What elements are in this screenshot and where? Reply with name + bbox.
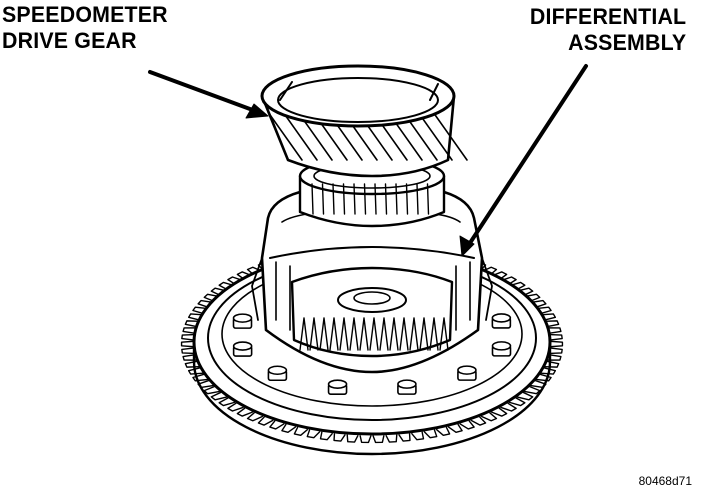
roller <box>321 183 325 215</box>
bevel-tooth <box>429 317 439 351</box>
gear-tooth <box>548 347 563 355</box>
gear-tooth <box>182 327 198 335</box>
gear-tooth <box>546 327 562 335</box>
helix-line <box>432 111 468 161</box>
helix-line <box>267 111 303 161</box>
bevel-tooth <box>389 317 399 351</box>
bolt-top <box>491 341 512 351</box>
gear-tooth <box>523 385 541 395</box>
gear-tooth <box>218 397 236 407</box>
bevel-tooth <box>379 317 389 351</box>
gear-tooth <box>490 271 508 281</box>
figure-number: 80468d71 <box>638 474 692 488</box>
bevel-tooth <box>359 317 369 351</box>
gear-tooth <box>181 347 196 355</box>
callout-differential-assembly: DIFFERENTIAL ASSEMBLY <box>530 4 686 56</box>
roller <box>363 183 367 215</box>
roller <box>332 183 335 215</box>
roller <box>374 183 377 215</box>
bevel-tooth <box>369 317 379 351</box>
roller <box>395 183 398 215</box>
bolt-top <box>232 341 253 351</box>
gear-tooth <box>385 434 398 443</box>
gear-tooth <box>346 434 359 443</box>
gear-tooth <box>359 435 372 444</box>
bevel-tooth <box>339 317 349 351</box>
roller <box>353 183 356 215</box>
callout-line: DRIVE GEAR <box>2 28 137 53</box>
roller <box>384 183 388 215</box>
gear-tooth <box>236 407 254 417</box>
gear-tooth <box>281 423 297 434</box>
bolt-top <box>491 313 512 323</box>
helix-line <box>417 111 453 161</box>
bevel-tooth <box>439 317 449 351</box>
bolt-top <box>457 365 477 375</box>
bearing-rollers <box>311 183 430 215</box>
bevel-tooth <box>419 317 429 351</box>
callout-line: SPEEDOMETER <box>2 2 168 27</box>
gear-tooth <box>508 397 526 407</box>
gear-tooth <box>227 402 244 412</box>
gear-tooth <box>257 416 274 426</box>
gear-tooth <box>500 276 517 286</box>
gear-tooth <box>411 431 425 441</box>
gear-tooth <box>293 426 309 436</box>
bevel-tooth <box>299 317 309 351</box>
bolt-top <box>327 379 348 389</box>
gear-tooth <box>180 340 195 348</box>
gear-tooth <box>481 412 498 422</box>
gear-tooth <box>203 385 221 395</box>
speedometer-drive-gear <box>260 64 468 178</box>
bevel-tooth <box>399 317 409 351</box>
gear-tooth <box>549 340 564 348</box>
gear-tooth <box>447 423 463 434</box>
gear-tooth <box>459 420 475 430</box>
bolt-top <box>232 313 253 323</box>
leader-arrow-speedometer <box>148 70 269 119</box>
gear-tooth <box>435 426 451 436</box>
bevel-tooth <box>319 317 329 351</box>
bevel-tooth <box>329 317 339 351</box>
gear-tooth <box>333 433 346 442</box>
bolt-top <box>267 365 288 376</box>
roller <box>342 183 346 215</box>
callout-line: ASSEMBLY <box>567 30 686 55</box>
gear-tooth <box>319 431 333 441</box>
gear-tooth <box>398 433 411 442</box>
gear-tooth <box>210 391 228 401</box>
callout-speedometer-drive-gear: SPEEDOMETER DRIVE GEAR <box>2 2 168 54</box>
side-gear-teeth <box>299 317 449 351</box>
gear-tooth <box>246 412 263 422</box>
roller <box>405 183 409 215</box>
leader-arrow-differential <box>459 64 588 257</box>
gear-tooth <box>269 420 285 430</box>
bolt-top <box>397 379 417 389</box>
flange-bolts <box>232 313 512 395</box>
bevel-tooth <box>309 317 319 351</box>
helix-line <box>282 111 318 161</box>
gear-tooth <box>423 429 438 439</box>
pinion-shaft <box>337 287 407 313</box>
gear-tooth <box>181 333 196 341</box>
gear-tooth <box>236 271 254 281</box>
gear-tooth <box>490 407 508 417</box>
gear-tooth <box>500 402 517 412</box>
gear-tooth <box>548 333 563 341</box>
gear-tooth <box>372 435 385 444</box>
roller <box>416 183 419 215</box>
bevel-tooth <box>409 317 419 351</box>
gear-tooth <box>306 429 321 439</box>
gear-tooth <box>227 276 244 286</box>
gear-tooth <box>470 416 487 426</box>
callout-line: DIFFERENTIAL <box>529 4 686 29</box>
roller <box>311 183 314 215</box>
roller <box>426 183 430 215</box>
gear-tooth <box>516 391 534 401</box>
bevel-tooth <box>349 317 359 351</box>
